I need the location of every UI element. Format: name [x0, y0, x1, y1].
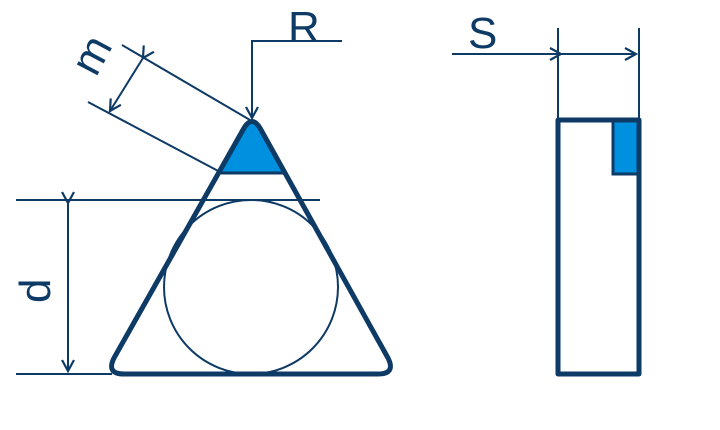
corner-highlight — [221, 123, 285, 173]
radius-leader — [252, 40, 342, 118]
radius-label: R — [288, 3, 320, 52]
edge-length-label: m — [62, 27, 122, 82]
m-extension-bottom — [87, 101, 223, 174]
triangle-outline — [109, 119, 393, 377]
m-extension-top — [121, 44, 251, 121]
thickness-label: S — [468, 9, 497, 58]
diameter-label: d — [11, 279, 60, 303]
side-highlight-edge — [611, 120, 639, 176]
m-dimension-line — [110, 58, 143, 111]
side-profile-outline — [555, 117, 642, 377]
side-highlight — [613, 120, 639, 174]
